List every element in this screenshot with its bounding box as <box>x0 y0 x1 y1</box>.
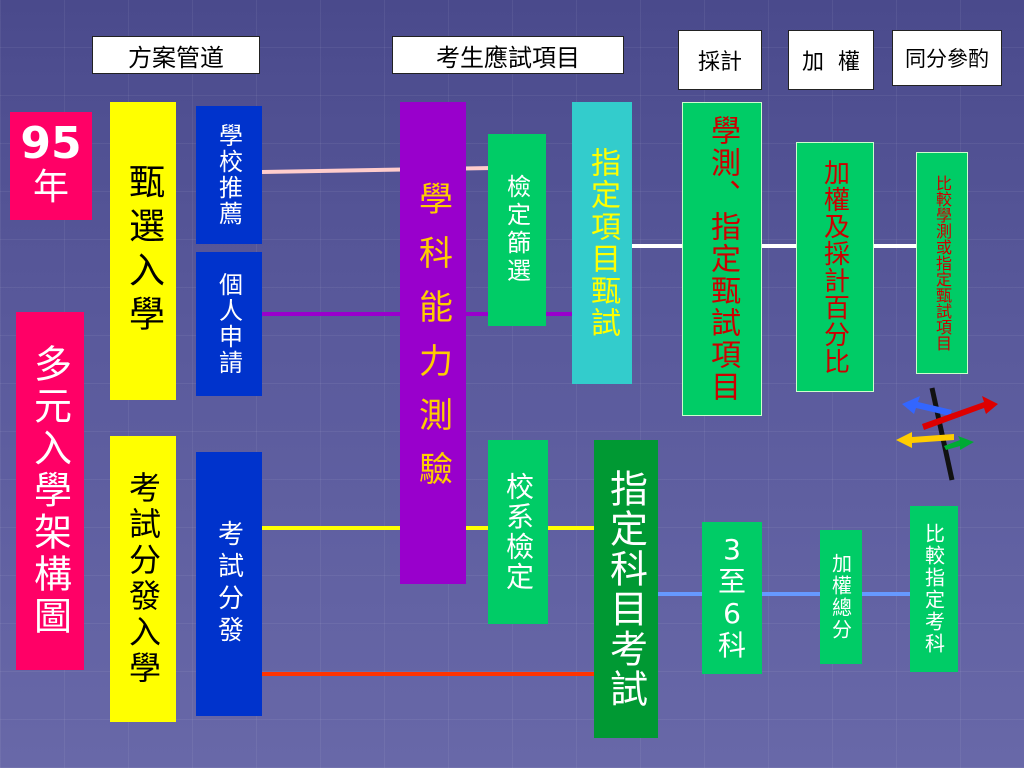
year-number: 95 <box>20 118 82 170</box>
connector-individual-apply <box>262 312 492 316</box>
header-exam-items: 考生應試項目 <box>392 36 624 74</box>
exam-ast: 指定科目考試 <box>594 440 658 738</box>
decorative-arrows-icon <box>896 387 998 481</box>
connector-count-weight <box>762 592 820 596</box>
connector-weight-tiebreak <box>874 244 916 248</box>
year-char: 年 <box>32 167 69 209</box>
pathway-school-recommend: 學校推薦 <box>196 106 262 244</box>
connector-weight-compare <box>862 592 910 596</box>
adoption-subject-count: 3 至 6 科 <box>702 522 762 674</box>
tiebreak-gsat: 比較學測或指定甄試項目 <box>916 152 968 374</box>
pathway-exam-assign: 考試分發 <box>196 452 262 716</box>
count-unit: 科 <box>717 629 746 663</box>
exam-screening: 檢定篩選 <box>488 134 546 326</box>
header-pathway: 方案管道 <box>92 36 260 74</box>
count-min: 3 <box>723 532 741 566</box>
tiebreak-ast: 比較指定考科 <box>910 506 958 672</box>
header-adopted: 採計 <box>678 30 762 90</box>
count-max: 6 <box>723 597 741 630</box>
connector-adoption-weight <box>762 244 796 248</box>
connector-screening-designated <box>546 312 576 316</box>
count-to: 至 <box>717 564 746 598</box>
pathway-selection: 甄選入學 <box>110 102 176 400</box>
header-weighting: 加 權 <box>788 30 874 90</box>
weight-total: 加權總分 <box>820 530 862 664</box>
year-badge: 95 年 <box>10 112 92 220</box>
diagram-title: 多元入學架構圖 <box>16 312 84 670</box>
connector-ast-count <box>658 592 702 596</box>
connector-designated-adoption <box>632 244 684 248</box>
exam-designated-items: 指定項目甄試 <box>572 102 632 384</box>
exam-gsat: 學科能力測驗 <box>400 102 466 584</box>
pathway-exam-distribution: 考試分發入學 <box>110 436 176 722</box>
weight-percentage: 加權及採計百分比 <box>796 142 874 392</box>
exam-dept-check: 校系檢定 <box>488 440 548 624</box>
adoption-gsat-items: 學測、指定甄試項目 <box>682 102 762 416</box>
connector-exam-red <box>262 672 594 676</box>
pathway-individual-apply: 個人申請 <box>196 252 262 396</box>
header-tie-break: 同分參酌 <box>892 30 1002 86</box>
